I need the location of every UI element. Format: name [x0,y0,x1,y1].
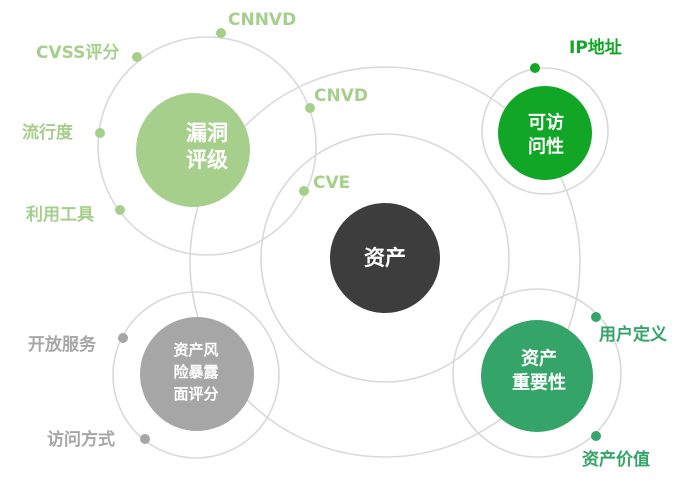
point-cve[interactable]: CVE [299,173,350,196]
point-dot [305,103,315,113]
point-cvss-score[interactable]: CVSS评分 [36,43,142,63]
vuln-rating-label-line-1: 漏洞 [186,121,228,145]
point-popularity[interactable]: 流行度 [22,122,105,143]
vuln-rating-ring [97,36,317,256]
point-dot [115,205,125,215]
accessibility-node[interactable]: 可访 问性 [498,86,592,180]
vuln-rating-node[interactable]: 漏洞 评级 [136,93,250,207]
point-cnvd[interactable]: CNVD [305,86,368,113]
point-dot [95,128,105,138]
risk-exposure-label-line-2: 险暴露 [173,363,219,381]
point-dot [132,52,142,62]
point-label: CVSS评分 [36,43,119,63]
accessibility-label-line-1: 可访 [528,112,564,134]
asset-importance-node[interactable]: 资产 重要性 [481,320,593,432]
point-user-defined[interactable]: 用户定义 [591,312,667,345]
vuln-rating-circle [136,93,250,207]
vuln-rating-label-line-2: 评级 [186,148,228,172]
point-label: 资产价值 [582,449,650,470]
point-label: 开放服务 [28,334,97,355]
point-label: CVE [313,173,350,193]
point-label: IP地址 [569,37,622,58]
point-asset-value[interactable]: 资产价值 [582,431,650,470]
point-label: 用户定义 [599,324,667,345]
accessibility-circle [498,86,592,180]
risk-exposure-label-line-1: 资产风 [173,341,218,359]
accessibility-ring [481,67,609,195]
asset-importance-ring [452,288,622,458]
risk-exposure-ring [112,291,280,459]
point-dot [216,28,226,38]
point-label: 利用工具 [26,204,94,225]
point-ip-address[interactable]: IP地址 [530,37,622,73]
point-dot [530,63,540,73]
point-label: 访问方式 [47,429,115,450]
point-label: CNNVD [228,10,296,30]
asset-importance-label-line-2: 重要性 [512,372,566,394]
point-dot [140,434,150,444]
point-dot [118,333,128,343]
risk-exposure-circle [140,317,254,431]
center-outer-ring [189,66,581,458]
point-dot [299,186,309,196]
point-dot [591,431,601,441]
point-cnnvd[interactable]: CNNVD [216,10,296,38]
accessibility-label-line-2: 问性 [528,136,564,158]
center-asset-label: 资产 [364,246,406,270]
point-label: 流行度 [22,122,74,143]
point-exploit-tools[interactable]: 利用工具 [26,204,125,225]
point-dot [591,312,601,322]
risk-exposure-node[interactable]: 资产风 险暴露 面评分 [140,317,254,431]
point-label: CNVD [314,86,368,106]
point-access-method[interactable]: 访问方式 [47,429,150,450]
risk-exposure-label-line-3: 面评分 [173,385,218,403]
point-open-services[interactable]: 开放服务 [28,333,128,355]
center-inner-ring [260,133,510,383]
center-asset-node[interactable]: 资产 [330,203,440,313]
center-asset-circle [330,203,440,313]
asset-importance-circle [481,320,593,432]
asset-importance-label-line-1: 资产 [521,348,557,370]
